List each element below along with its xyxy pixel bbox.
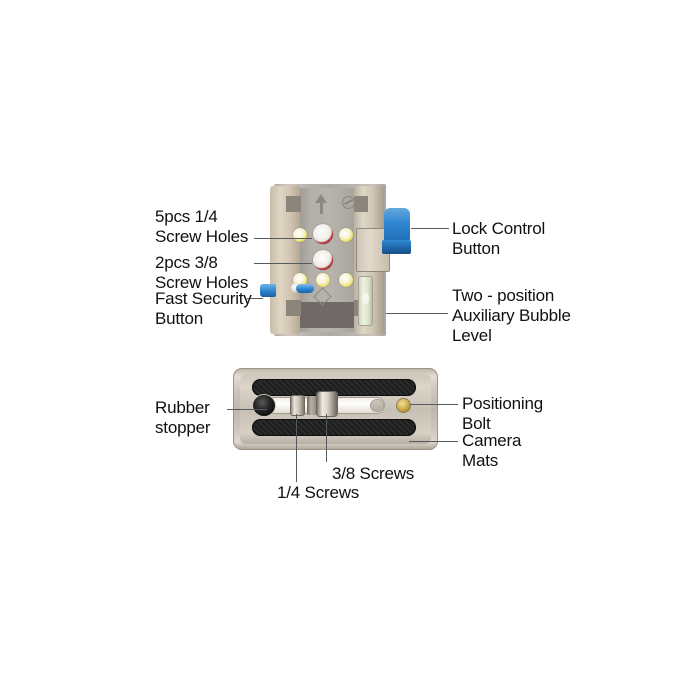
label-auxiliary-bubble-level: Two - position Auxiliary Bubble Level xyxy=(452,286,571,345)
label-fast-security-button: Fast Security Button xyxy=(155,289,252,328)
leader-line-camera-mats xyxy=(409,441,458,442)
leader-line-rubber-stopper xyxy=(227,409,267,410)
label-2pcs-3-8-screw-holes: 2pcs 3/8 Screw Holes xyxy=(155,253,249,292)
camera-mat-top xyxy=(252,379,416,396)
lock-control-button-base xyxy=(382,240,411,254)
leader-line-bubble-level xyxy=(386,313,448,314)
screw-hole-1-4-bottom-right xyxy=(339,273,353,287)
leader-line-3-8-screw-holes xyxy=(254,263,312,264)
security-pin xyxy=(296,284,314,293)
label-3-8-screws: 3/8 Screws xyxy=(332,464,415,483)
left-jaw-notch-bottom xyxy=(286,300,301,316)
leader-line-3-8-screws xyxy=(326,414,327,462)
label-positioning-bolt: Positioning Bolt xyxy=(462,394,543,433)
leader-line-1-4-screw-holes xyxy=(254,238,312,239)
label-lock-control-button: Lock Control Button xyxy=(452,219,546,258)
label-1-4-screws: 1/4 Screws xyxy=(277,483,360,502)
quick-release-plate-illustration xyxy=(233,368,438,450)
right-jaw-notch-top xyxy=(354,196,368,212)
screw-1-4 xyxy=(291,396,304,415)
fast-security-button[interactable] xyxy=(260,284,276,297)
left-jaw-notch-top xyxy=(286,196,301,212)
screw-hole-1-4-top-right xyxy=(339,228,353,242)
label-5pcs-1-4-screw-holes: 5pcs 1/4 Screw Holes xyxy=(155,207,249,246)
leader-line-lock-control-button xyxy=(411,228,449,229)
quick-release-clamp-illustration xyxy=(258,184,411,336)
leader-line-1-4-screws xyxy=(296,414,297,482)
label-camera-mats: Camera Mats xyxy=(462,431,522,470)
rubber-stopper xyxy=(253,395,275,416)
screw-1-4-secondary xyxy=(307,396,317,415)
security-pin-head xyxy=(291,283,300,293)
auxiliary-bubble-level xyxy=(358,276,373,326)
screw-hole-1-4-top-left xyxy=(293,228,307,242)
brand-mark-icon xyxy=(342,196,355,209)
positioning-bolt xyxy=(397,399,410,412)
clamp-lower-dark-block xyxy=(299,302,357,328)
screw-hole-1-4-bottom-center xyxy=(316,273,330,287)
camera-mat-bottom xyxy=(252,419,416,436)
bubble-level-vial xyxy=(361,293,369,304)
screw-3-8 xyxy=(317,392,337,416)
leader-line-positioning-bolt xyxy=(410,404,458,405)
plate-slot-hole xyxy=(371,400,383,411)
leader-line-fast-security-button xyxy=(247,298,263,299)
lock-control-button[interactable] xyxy=(384,208,410,242)
direction-arrow-up-stem xyxy=(319,203,323,214)
label-rubber-stopper: Rubber stopper xyxy=(155,398,211,437)
screw-hole-3-8-upper xyxy=(313,224,333,244)
screw-hole-3-8-lower xyxy=(313,250,333,270)
direction-arrow-up-icon xyxy=(315,194,327,203)
